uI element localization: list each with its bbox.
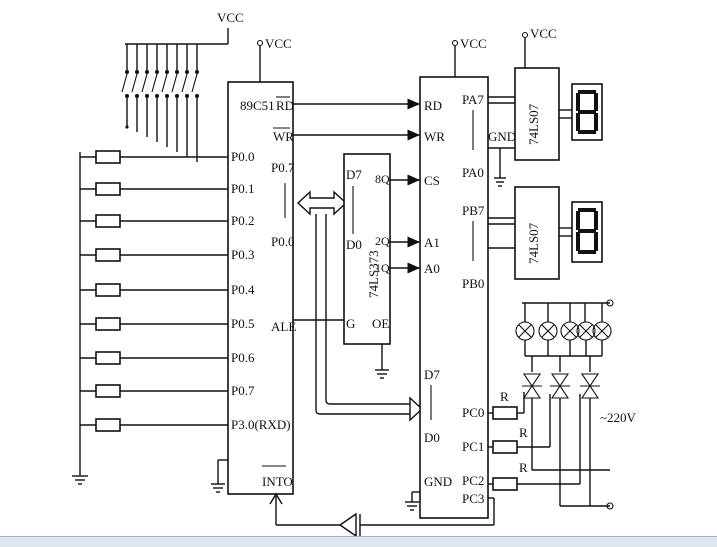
latch-d0-label: D0 <box>346 237 362 252</box>
ppi-pc2-label: PC2 <box>462 473 484 488</box>
vcc-buffer-label: VCC <box>530 26 557 41</box>
latch-oe-label: OE <box>372 316 389 331</box>
cpu-port-label: P0.2 <box>231 213 254 228</box>
cpu-port-label: P0.0 <box>231 149 254 164</box>
taskbar-strip <box>0 536 717 547</box>
latch-74ls373 <box>343 153 391 345</box>
triac-array <box>522 373 610 507</box>
cpu-port-label: P0.5 <box>231 316 254 331</box>
cpu-port-label: P0.4 <box>231 282 255 297</box>
ppi-wr-label: WR <box>424 129 445 144</box>
vcc-cpu-symbol: VCC <box>256 36 292 82</box>
buffer-74ls07-b: 74LS07 <box>488 186 572 280</box>
ppi-cs-label: CS <box>424 173 440 188</box>
seven-segment-display-b <box>571 201 603 263</box>
dip-switch-bank <box>121 44 199 162</box>
latch-name: 74LS373 <box>366 250 381 298</box>
cpu-p00-label: P0.0 <box>271 234 294 249</box>
vcc-8255-symbol: VCC <box>451 36 487 77</box>
ac-terminal-bottom <box>606 502 614 510</box>
ppi-pb0-label: PB0 <box>462 276 484 291</box>
ppi-a1-label: A1 <box>424 235 440 250</box>
ppi-pb7-label: PB7 <box>462 203 485 218</box>
buffer-b-name: 74LS07 <box>526 222 541 264</box>
ppi-pc1-label: PC1 <box>462 439 484 454</box>
latch-2q-label: 2Q <box>375 234 390 248</box>
ground-latch <box>375 344 389 379</box>
ground-cpu <box>211 459 228 493</box>
cpu-port-label: P0.6 <box>231 350 255 365</box>
ground-ppi <box>405 491 420 511</box>
vcc-cpu-label: VCC <box>265 36 292 51</box>
latch-g-label: G <box>346 316 355 331</box>
cpu-port-label: P0.1 <box>231 181 254 196</box>
resistor-r3-label: R <box>519 460 528 475</box>
vcc-8255-label: VCC <box>460 36 487 51</box>
cpu-name: 89C51 <box>240 98 275 113</box>
ppi-d7-label: D7 <box>424 367 440 382</box>
ppi-8255 <box>419 76 489 519</box>
cpu-p07-label: P0.7 <box>271 160 295 175</box>
ac-terminal-top <box>606 299 614 307</box>
ppi-pc0-label: PC0 <box>462 405 484 420</box>
cpu-rd-label: RD <box>276 98 294 113</box>
cpu-port-label: P0.7 <box>231 383 255 398</box>
resistor-ladder <box>80 125 228 432</box>
seven-segment-display-a <box>571 83 603 141</box>
resistor-r1-label: R <box>500 389 509 404</box>
ppi-a0-label: A0 <box>424 261 440 276</box>
cpu-port-labels: P0.0 P0.1 P0.2 P0.3 P0.4 P0.5 P0.6 P0.7 … <box>231 149 291 432</box>
ppi-rd-label: RD <box>424 98 442 113</box>
latch-1q-label: 1Q <box>375 261 390 275</box>
ppi-pa0-label: PA0 <box>462 165 484 180</box>
latch-d7-label: D7 <box>346 167 362 182</box>
cpu-port-label: P3.0(RXD) <box>231 417 291 432</box>
ppi-pa7-label: PA7 <box>462 92 484 107</box>
cpu-89c51 <box>227 81 294 495</box>
cpu-int0-label: INTO <box>262 474 293 489</box>
vcc-main-label: VCC <box>217 10 244 25</box>
vcc-main-symbol: VCC <box>217 10 244 38</box>
ppi-pc3-label: PC3 <box>462 491 484 506</box>
buffer-a-name: 74LS07 <box>526 103 541 145</box>
buffer-74ls07-a: 74LS07 GND <box>488 67 572 187</box>
ac-voltage-label: ~220V <box>600 410 637 425</box>
data-bus-arrow <box>296 190 348 216</box>
resistor-r2-label: R <box>519 425 528 440</box>
vcc-buffer-symbol: VCC <box>521 26 557 68</box>
buffer-gnd-label: GND <box>488 129 516 144</box>
gate-resistors: R R R <box>488 389 581 491</box>
data-bus-lines <box>315 214 424 422</box>
cpu-port-label: P0.3 <box>231 247 254 262</box>
ppi-d0-label: D0 <box>424 430 440 445</box>
ppi-gnd-label: GND <box>424 474 452 489</box>
int0-feedback <box>269 492 495 538</box>
cpu-ale-label: ALE <box>271 319 296 334</box>
cpu-wr-label: WR <box>273 129 294 144</box>
ground-left <box>72 470 88 485</box>
lamp-array <box>515 303 612 372</box>
latch-8q-label: 8Q <box>375 172 390 186</box>
